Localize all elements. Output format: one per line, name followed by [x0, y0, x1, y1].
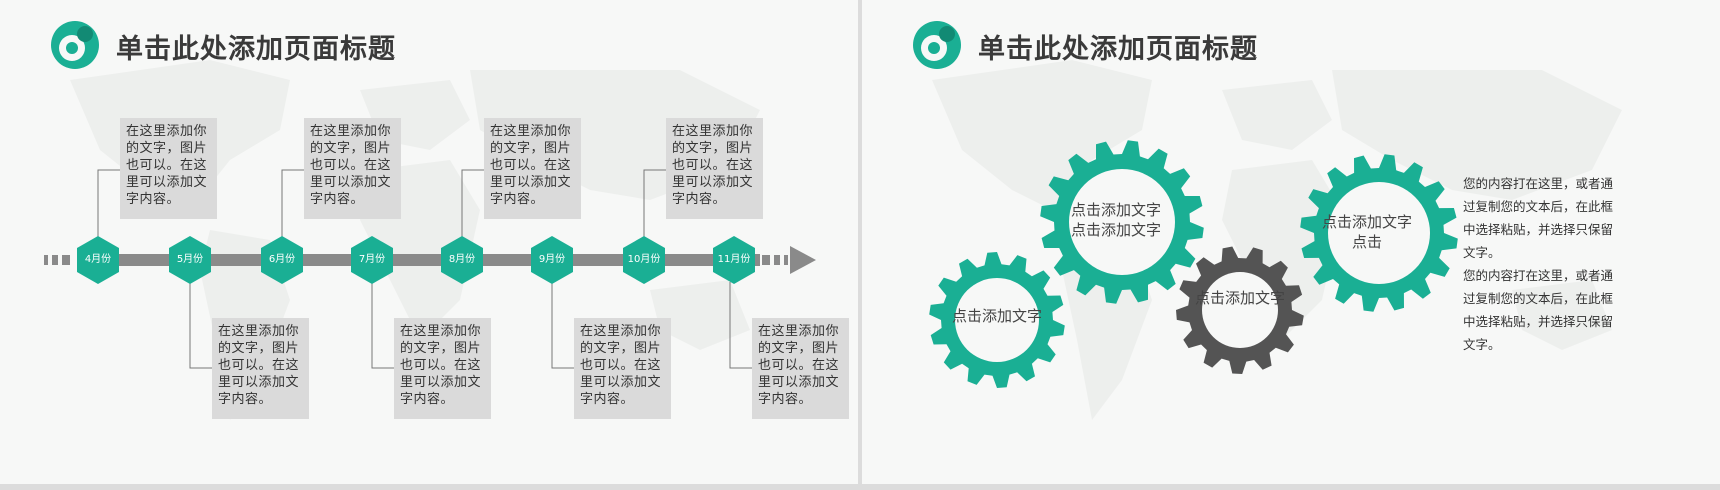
- page-title: 单击此处添加页面标题: [978, 34, 1258, 65]
- text-box-11: 在这里添加你的文字，图片也可以。在这里可以添加文字内容。: [752, 318, 849, 419]
- gear-1-center: [955, 278, 1039, 362]
- text-box-6: 在这里添加你的文字，图片也可以。在这里可以添加文字内容。: [304, 118, 401, 219]
- gear-4-center: [1328, 182, 1430, 284]
- gear-2-center: [1069, 169, 1175, 275]
- timeline: [44, 169, 816, 369]
- text-box-9: 在这里添加你的文字，图片也可以。在这里可以添加文字内容。: [574, 318, 671, 419]
- text-box-10: 在这里添加你的文字，图片也可以。在这里可以添加文字内容。: [666, 118, 763, 219]
- timeline-bar: [80, 254, 760, 266]
- month-label-8: 8月份: [448, 254, 476, 265]
- page-title: 单击此处添加页面标题: [116, 34, 396, 65]
- slide-left: 单击此处添加页面标题: [0, 0, 858, 484]
- arrow-head-icon: [790, 246, 816, 274]
- gear-text-4: 点击添加文字点击: [1322, 213, 1413, 251]
- month-label-9: 9月份: [538, 254, 566, 265]
- text-box-7: 在这里添加你的文字，图片也可以。在这里可以添加文字内容。: [394, 318, 491, 419]
- month-label-11: 11月份: [717, 254, 751, 265]
- side-paragraph-1: 您的内容打在这里，或者通过复制您的文本后，在此框中选择粘贴，并选择只保留文字。: [1463, 176, 1614, 260]
- gear-text-3: 点击添加文字: [1194, 289, 1285, 307]
- gear-text-1: 点击添加文字: [951, 307, 1042, 325]
- month-label-4: 4月份: [84, 254, 112, 265]
- month-label-6: 6月份: [268, 254, 296, 265]
- logo-icon: [913, 21, 961, 69]
- gear-text-2: 点击添加文字点击添加文字: [1070, 201, 1161, 239]
- text-box-8: 在这里添加你的文字，图片也可以。在这里可以添加文字内容。: [484, 118, 581, 219]
- month-hexagons: [77, 236, 755, 284]
- logo-icon: [51, 21, 99, 69]
- text-box-4: 在这里添加你的文字，图片也可以。在这里可以添加文字内容。: [120, 118, 217, 219]
- month-label-5: 5月份: [176, 254, 204, 265]
- gear-diagram: [929, 140, 1458, 388]
- month-label-7: 7月份: [358, 254, 386, 265]
- month-label-10: 10月份: [627, 254, 661, 265]
- gear-3-center: [1202, 272, 1278, 348]
- slide-right: 单击此处添加页面标题: [862, 0, 1720, 484]
- world-map-background: [932, 60, 1622, 420]
- side-paragraph-2: 您的内容打在这里，或者通过复制您的文本后，在此框中选择粘贴，并选择只保留文字。: [1463, 268, 1614, 352]
- text-box-5: 在这里添加你的文字，图片也可以。在这里可以添加文字内容。: [212, 318, 309, 419]
